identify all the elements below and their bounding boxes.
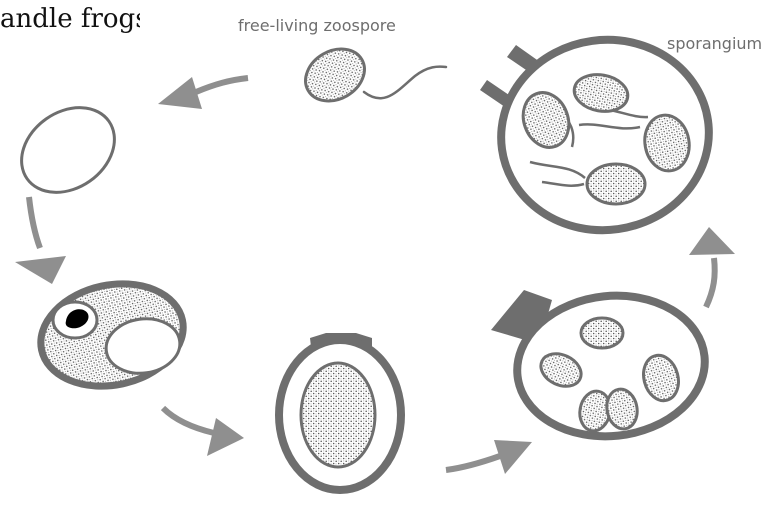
arrow-head: [494, 440, 532, 474]
dividing-sporangium-stage: [491, 287, 712, 446]
arrow-shaft: [706, 258, 715, 307]
zoospore-flagellum: [364, 67, 446, 99]
arrow-head: [207, 418, 244, 456]
thallus-stage: [31, 271, 193, 399]
arrow-dividing-to-mature: [689, 227, 735, 307]
arrow-thallus-to-maturing: [163, 408, 244, 456]
developing-zoospore: [581, 318, 623, 348]
maturing-sporangium-stage: [279, 333, 401, 490]
zoospore-body: [296, 39, 374, 112]
cytoplasm-mass: [301, 363, 375, 467]
arrow-head: [158, 77, 202, 109]
arrow-shaft: [446, 456, 500, 470]
arrow-head: [15, 256, 66, 284]
arrow-shaft: [163, 408, 214, 433]
zoospore-stage: [296, 39, 446, 112]
arrow-maturing-to-dividing: [446, 440, 532, 474]
arrow-head: [689, 227, 735, 255]
arrow-shaft: [29, 197, 40, 248]
mature-sporangium-stage: [480, 26, 721, 243]
encysted-cell: [5, 90, 131, 210]
caption-text-fragment: andle frogs.: [0, 4, 140, 34]
arrow-cyst-to-thallus: [15, 197, 66, 284]
free-living-zoospore-label: free-living zoospore: [238, 16, 396, 35]
arrow-shaft: [196, 78, 248, 92]
sporangium-label: sporangium: [667, 34, 762, 53]
arrow-zoospore-to-cyst: [158, 77, 248, 109]
mature-zoospore: [587, 164, 645, 204]
